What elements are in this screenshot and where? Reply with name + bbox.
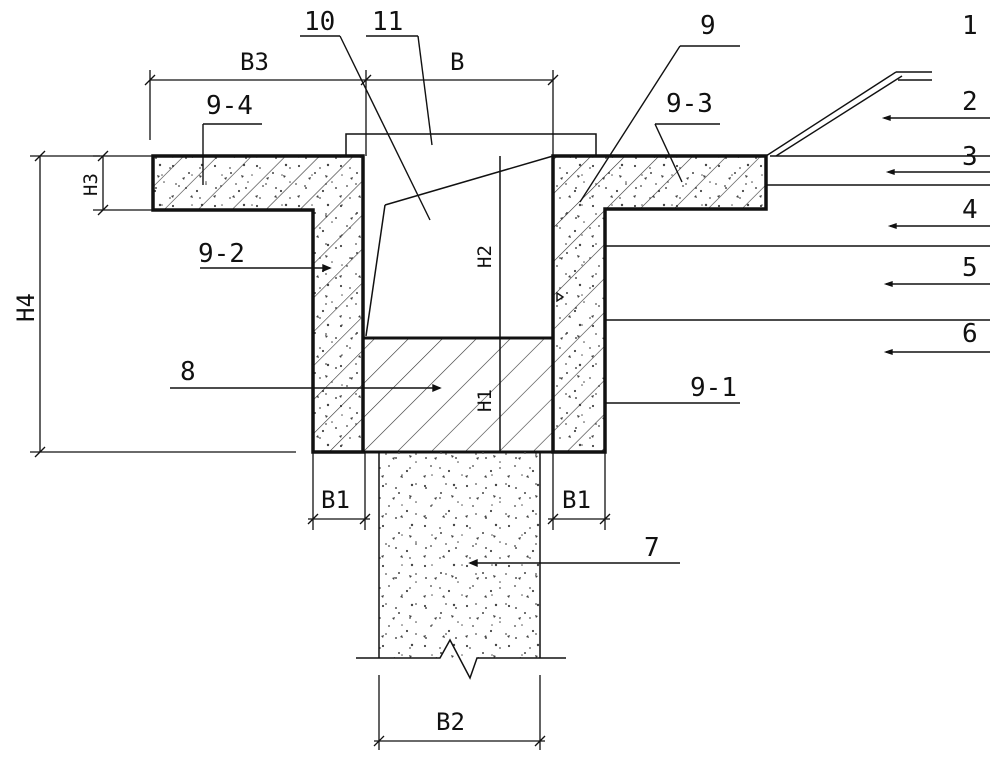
dim-b2: B2 (436, 708, 465, 736)
label-8: 8 (180, 357, 196, 387)
label-11: 11 (372, 7, 403, 37)
label-7: 7 (644, 533, 660, 563)
dim-h2: H2 (474, 245, 496, 268)
label-5: 5 (962, 253, 978, 283)
label-2: 2 (962, 87, 978, 117)
label-9-1: 9-1 (690, 373, 737, 403)
dim-b3: B3 (240, 48, 269, 76)
bottom-block-8 (361, 336, 555, 454)
label-10: 10 (304, 7, 335, 37)
cover-plate-11 (345, 133, 597, 156)
dim-b1-left: B1 (321, 486, 350, 514)
part-label-texts: 1 2 3 4 5 6 7 8 9 10 11 9-1 9-2 9-3 9-4 (180, 7, 978, 563)
label-4: 4 (962, 195, 978, 225)
cavity-lines (365, 155, 554, 452)
concrete-body (151, 154, 768, 454)
dim-b: B (450, 48, 464, 76)
dim-h1: H1 (474, 389, 496, 412)
label-3: 3 (962, 142, 978, 172)
label-9-3: 9-3 (666, 89, 713, 119)
dim-h3: H3 (80, 173, 102, 196)
dimension-texts: B3 B B1 B1 B2 H3 H4 H2 H1 (12, 48, 591, 736)
pile-7 (356, 452, 566, 680)
layer-leaders (605, 71, 990, 355)
label-1: 1 (962, 11, 978, 41)
label-9-4: 9-4 (206, 91, 253, 121)
dim-b1-right: B1 (562, 486, 591, 514)
part-leaders (170, 35, 740, 568)
dim-h4: H4 (12, 293, 40, 322)
label-9-2: 9-2 (198, 239, 245, 269)
break-line (356, 638, 566, 680)
label-6: 6 (962, 319, 978, 349)
dimension-lines (30, 70, 611, 750)
label-9: 9 (700, 11, 716, 41)
